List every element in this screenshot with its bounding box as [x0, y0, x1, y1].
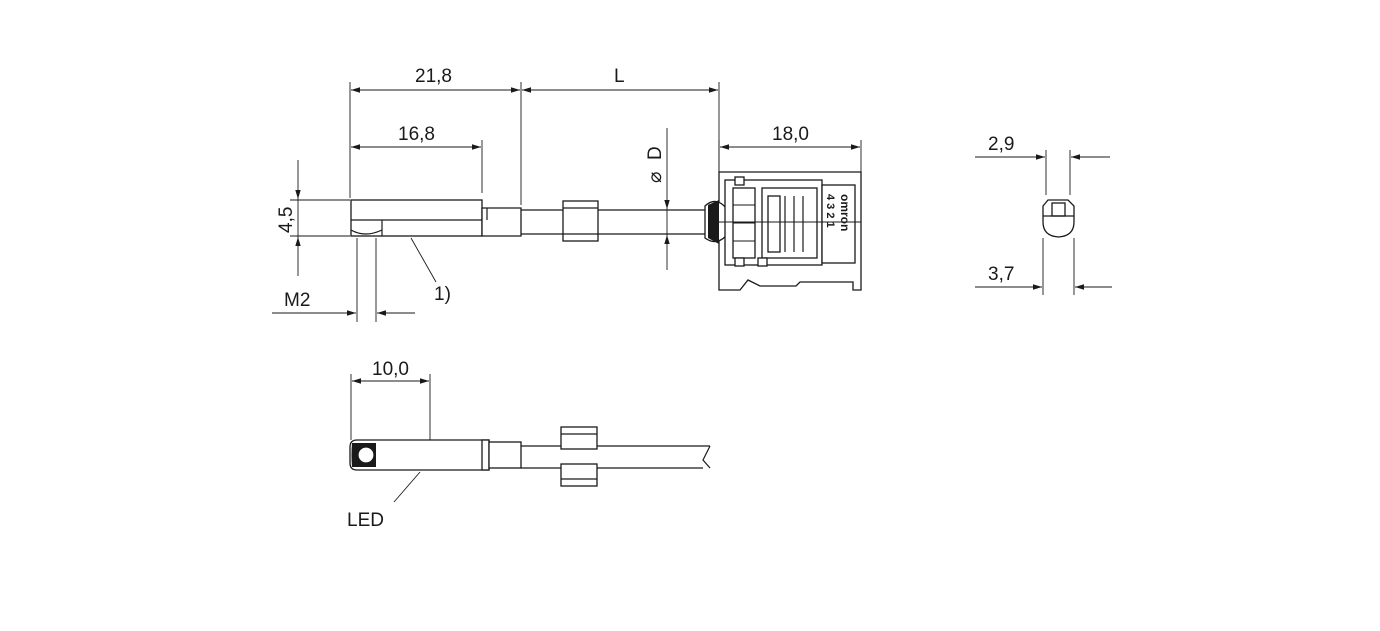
led-indicator	[357, 446, 375, 464]
dim-4-5: 4,5	[276, 207, 297, 233]
connector-pins: 4 3 2 1	[824, 194, 836, 228]
dim-16-8: 16,8	[398, 124, 435, 145]
led-label: LED	[347, 510, 384, 531]
end-view: 2,9 3,7	[975, 134, 1112, 295]
connector-brand: omron	[838, 194, 852, 231]
dim-L: L	[614, 66, 625, 87]
end-profile	[1042, 199, 1075, 238]
top-view: 10,0 LED	[347, 359, 711, 531]
sensor-body-top	[349, 439, 490, 471]
dim-D: D	[645, 146, 666, 160]
dim-18-0: 18,0	[772, 124, 809, 145]
side-view: omron 4 3 2 1 21,8 L 16,8 18,0 ⌀ D 4,5 M…	[272, 66, 862, 322]
dim-2-9: 2,9	[988, 134, 1014, 155]
footnote-label: 1)	[434, 284, 451, 305]
diameter-symbol: ⌀	[645, 172, 666, 183]
connector: omron 4 3 2 1	[704, 171, 862, 291]
dim-21-8: 21,8	[415, 66, 452, 87]
sensor-body	[350, 199, 483, 237]
dim-3-7: 3,7	[988, 264, 1014, 285]
dim-M2: M2	[284, 290, 310, 311]
cable-clip	[562, 200, 599, 242]
dim-10-0: 10,0	[372, 359, 409, 380]
